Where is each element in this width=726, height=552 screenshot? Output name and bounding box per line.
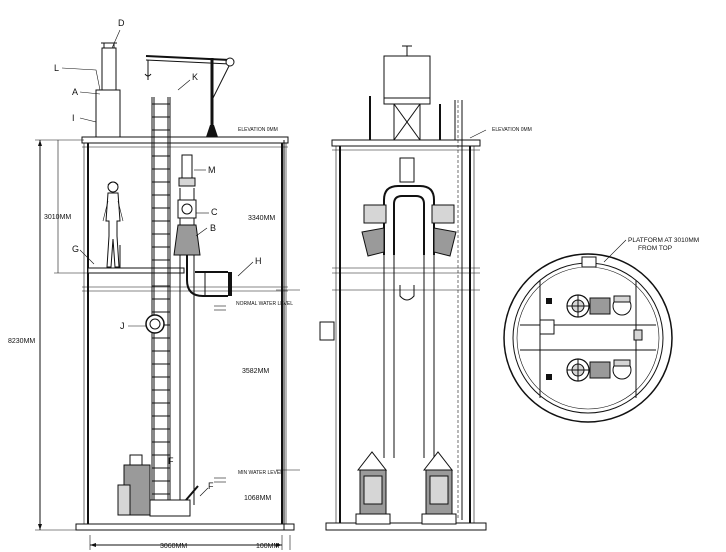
callout-c: C	[211, 207, 218, 217]
side-top-slab	[81, 136, 289, 144]
dim-platform-depth: 3010MM	[44, 214, 71, 221]
dim-offset: 100MM	[256, 543, 280, 550]
callout-i: H	[255, 256, 262, 266]
front-kiosk	[383, 55, 431, 99]
callout-k: K	[192, 72, 198, 82]
dim-upper-section: 3340MM	[248, 215, 275, 222]
front-pipe-manifold	[361, 157, 457, 458]
front-pump-left	[355, 451, 391, 525]
dim-lower-section: 1068MM	[244, 495, 271, 502]
callout-d: D	[118, 18, 125, 28]
side-discharge-pipe	[173, 154, 232, 505]
side-elevation-label: ELEVATION 0MM	[238, 127, 278, 133]
normal-water-level-label: NORMAL WATER LEVEL	[236, 301, 293, 307]
min-water-level-label: MIN WATER LEVEL	[238, 470, 283, 476]
callout-f-base: F	[208, 481, 214, 491]
plan-view: PLATFORM AT 3010MM FROM TOP	[503, 237, 699, 423]
side-base-slab	[75, 523, 295, 531]
plan-pump-lower	[566, 358, 632, 382]
dim-width: 3060MM	[160, 543, 187, 550]
dim-middle-section: 3582MM	[242, 368, 269, 375]
side-submersible-pump	[117, 454, 199, 517]
plan-pump-upper	[566, 294, 632, 318]
front-pump-right	[421, 451, 457, 525]
callout-j: J	[120, 321, 125, 331]
callout-a: A	[72, 87, 78, 97]
plan-note-line1: PLATFORM AT 3010MM	[628, 237, 699, 244]
side-callout-leaders	[61, 29, 254, 497]
callout-m: M	[208, 165, 216, 175]
callout-g: G	[72, 244, 79, 254]
side-platform	[87, 267, 185, 274]
dim-total-depth: 8230MM	[8, 338, 35, 345]
plan-note-line2: FROM TOP	[638, 245, 672, 252]
side-ladder	[151, 97, 171, 505]
front-elevation-label: ELEVATION 0MM	[492, 127, 532, 133]
side-dimensions	[35, 139, 300, 550]
person-figure	[102, 181, 124, 268]
callout-b: B	[210, 223, 216, 233]
callout-f-pump: F	[168, 456, 174, 466]
side-davit-crane	[144, 55, 235, 137]
callout-l: L	[54, 63, 59, 73]
side-vent-pipe	[101, 47, 117, 91]
callout-h: I	[72, 113, 75, 123]
side-kiosk	[95, 89, 121, 138]
side-section-view: D L A I K M C B H G J F F ELEVATION 0MM …	[8, 18, 300, 550]
front-section-view: ELEVATION 0MM	[319, 45, 532, 531]
